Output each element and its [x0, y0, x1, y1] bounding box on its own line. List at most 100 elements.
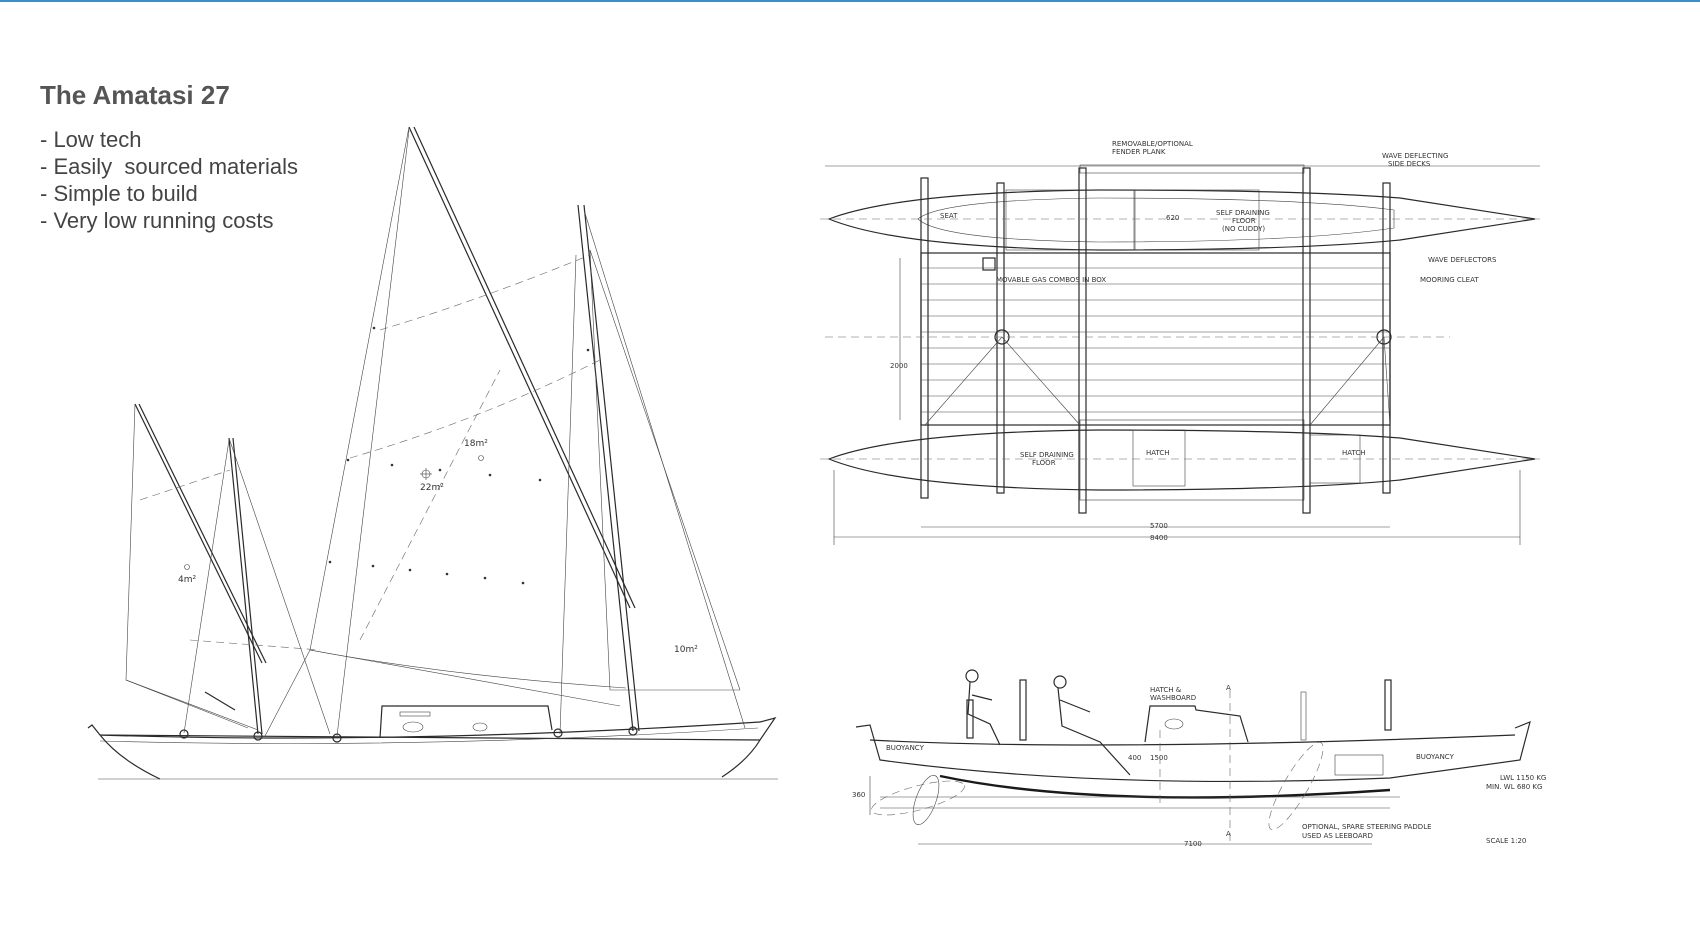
mizzen-yard: [134, 403, 263, 664]
porthole-2: [472, 722, 488, 732]
label-buoyancy-left: BUOYANCY: [886, 744, 925, 752]
lower-hatch-1: [1132, 429, 1186, 487]
reef-line: [189, 639, 321, 651]
label-5700: 5700: [1150, 522, 1168, 530]
main-seam-2: [349, 359, 601, 459]
label-paddle-note-2: USED AS LEEBOARD: [1302, 832, 1373, 840]
label-fender-plank: REMOVABLE/OPTIONAL: [1112, 140, 1193, 148]
plan-upper-hull: [827, 189, 1536, 251]
plan-view-drawing: REMOVABLE/OPTIONAL FENDER PLANK WAVE DEF…: [820, 140, 1540, 545]
sail-plan-drawing: 4m² 18m² 22m² 10m²: [87, 126, 778, 780]
jib-luff: [589, 249, 741, 691]
profile-mast-step-1: [966, 699, 974, 739]
mizzen-foot: [125, 679, 259, 731]
label-side-decks: WAVE DEFLECTING: [1382, 152, 1448, 160]
page-title: The Amatasi 27: [40, 80, 230, 110]
label-gas-box: MOVABLE GAS COMBOS IN BOX: [996, 276, 1106, 284]
label-mooring-cleat: MOORING CLEAT: [1420, 276, 1479, 284]
profile-buoyancy-box: [1334, 754, 1384, 776]
label-self-draining-bottom-2: FLOOR: [1032, 459, 1056, 467]
main-seam-3: [359, 369, 501, 641]
label-min-wl: MIN. WL 680 KG: [1486, 783, 1542, 791]
label-section-a-bottom: A: [1226, 830, 1231, 838]
label-360: 360: [852, 791, 865, 799]
porthole-1: [402, 721, 424, 733]
profile-cabin: [1144, 705, 1249, 743]
label-2000: 2000: [890, 362, 908, 370]
main-foot: [309, 649, 627, 689]
feature-item: - Low tech: [40, 127, 142, 152]
profile-porthole: [1164, 718, 1184, 730]
cabin-hatch: [399, 711, 431, 717]
mizzen-mast: [228, 437, 259, 735]
label-seat: SEAT: [940, 212, 958, 220]
label-side-decks-2: SIDE DECKS: [1388, 160, 1431, 168]
main-yard-back: [413, 126, 636, 609]
profile-post: [1300, 691, 1307, 741]
mizzen-area-label: 4m²: [178, 575, 196, 585]
deck-slats: [921, 267, 1390, 413]
fender-plank: [1079, 164, 1305, 174]
gas-box: [982, 257, 996, 271]
profile-keel: [939, 774, 1391, 799]
label-lwl: LWL 1150 KG: [1500, 774, 1546, 782]
label-section-a-top: A: [1226, 684, 1231, 692]
profile-mast-1: [1019, 679, 1027, 741]
plan-beam-4: [1302, 167, 1311, 514]
profile-view-drawing: HATCH & WASHBOARD BUOYANCY BUOYANCY 360 …: [852, 669, 1546, 848]
mizzen-seam: [139, 469, 231, 501]
label-paddle-note: OPTIONAL, SPARE STEERING PADDLE: [1302, 823, 1432, 831]
feature-item: - Simple to build: [40, 181, 198, 206]
profile-mast-2: [1384, 679, 1392, 731]
rubrail-line: [99, 727, 759, 744]
label-wave-deflectors: WAVE DEFLECTORS: [1428, 256, 1497, 264]
cabin-top: [379, 705, 553, 739]
steering-paddle-dashed: [871, 780, 965, 816]
label-620: 620: [1166, 214, 1179, 222]
label-hatch-washboard: HATCH &: [1150, 686, 1182, 694]
plan-beam-2: [996, 182, 1005, 494]
main-mast: [577, 204, 634, 732]
upper-floor: [1134, 189, 1260, 251]
feature-item: - Very low running costs: [40, 208, 274, 233]
main-yard: [408, 126, 631, 609]
label-fender-plank-2: FENDER PLANK: [1112, 148, 1166, 156]
plan-upper-deck: [917, 197, 1395, 243]
mizzen-boom: [204, 691, 236, 711]
beam-1: [179, 729, 189, 739]
main-shroud: [559, 254, 577, 735]
label-7100: 7100: [1184, 840, 1202, 848]
mizzen-mast-back: [232, 437, 263, 735]
main-area-label: 22m²: [420, 483, 444, 493]
mizzen-luff: [125, 403, 249, 729]
hull-profile: [87, 717, 777, 780]
mizzen-backstay: [183, 439, 230, 734]
label-400: 400: [1128, 754, 1141, 762]
label-hatch-1: HATCH: [1146, 449, 1170, 457]
label-scale: SCALE 1:20: [1486, 837, 1526, 845]
feature-item: - Easily sourced materials: [40, 154, 298, 179]
main-top-area-label: 18m²: [464, 439, 488, 449]
feature-list: - Low tech - Easily sourced materials - …: [40, 126, 298, 234]
upper-cockpit: [1005, 189, 1135, 251]
label-8400: 8400: [1150, 534, 1168, 542]
label-self-draining-top-3: (NO CUDDY): [1222, 225, 1265, 233]
label-hatch-2: HATCH: [1342, 449, 1366, 457]
steering-paddle: [912, 775, 940, 825]
crew-figure-1: [965, 669, 1001, 746]
plan-beam-3: [1078, 167, 1087, 514]
label-1500: 1500: [1150, 754, 1168, 762]
main-mast-back: [583, 204, 640, 732]
mizzen-stay: [228, 437, 331, 735]
label-self-draining-bottom: SELF DRAINING: [1020, 451, 1074, 459]
jib-area-label: 10m²: [674, 645, 698, 655]
lower-hatch-frame: [1079, 419, 1305, 501]
plan-beam-1: [920, 177, 929, 499]
deck-platform: [920, 252, 1391, 426]
profile-sheer: [869, 734, 1516, 746]
tack-line: [264, 649, 311, 737]
main-seam-1: [379, 254, 591, 331]
mizzen-yard-back: [138, 403, 267, 664]
plan-lower-hull: [827, 429, 1536, 491]
